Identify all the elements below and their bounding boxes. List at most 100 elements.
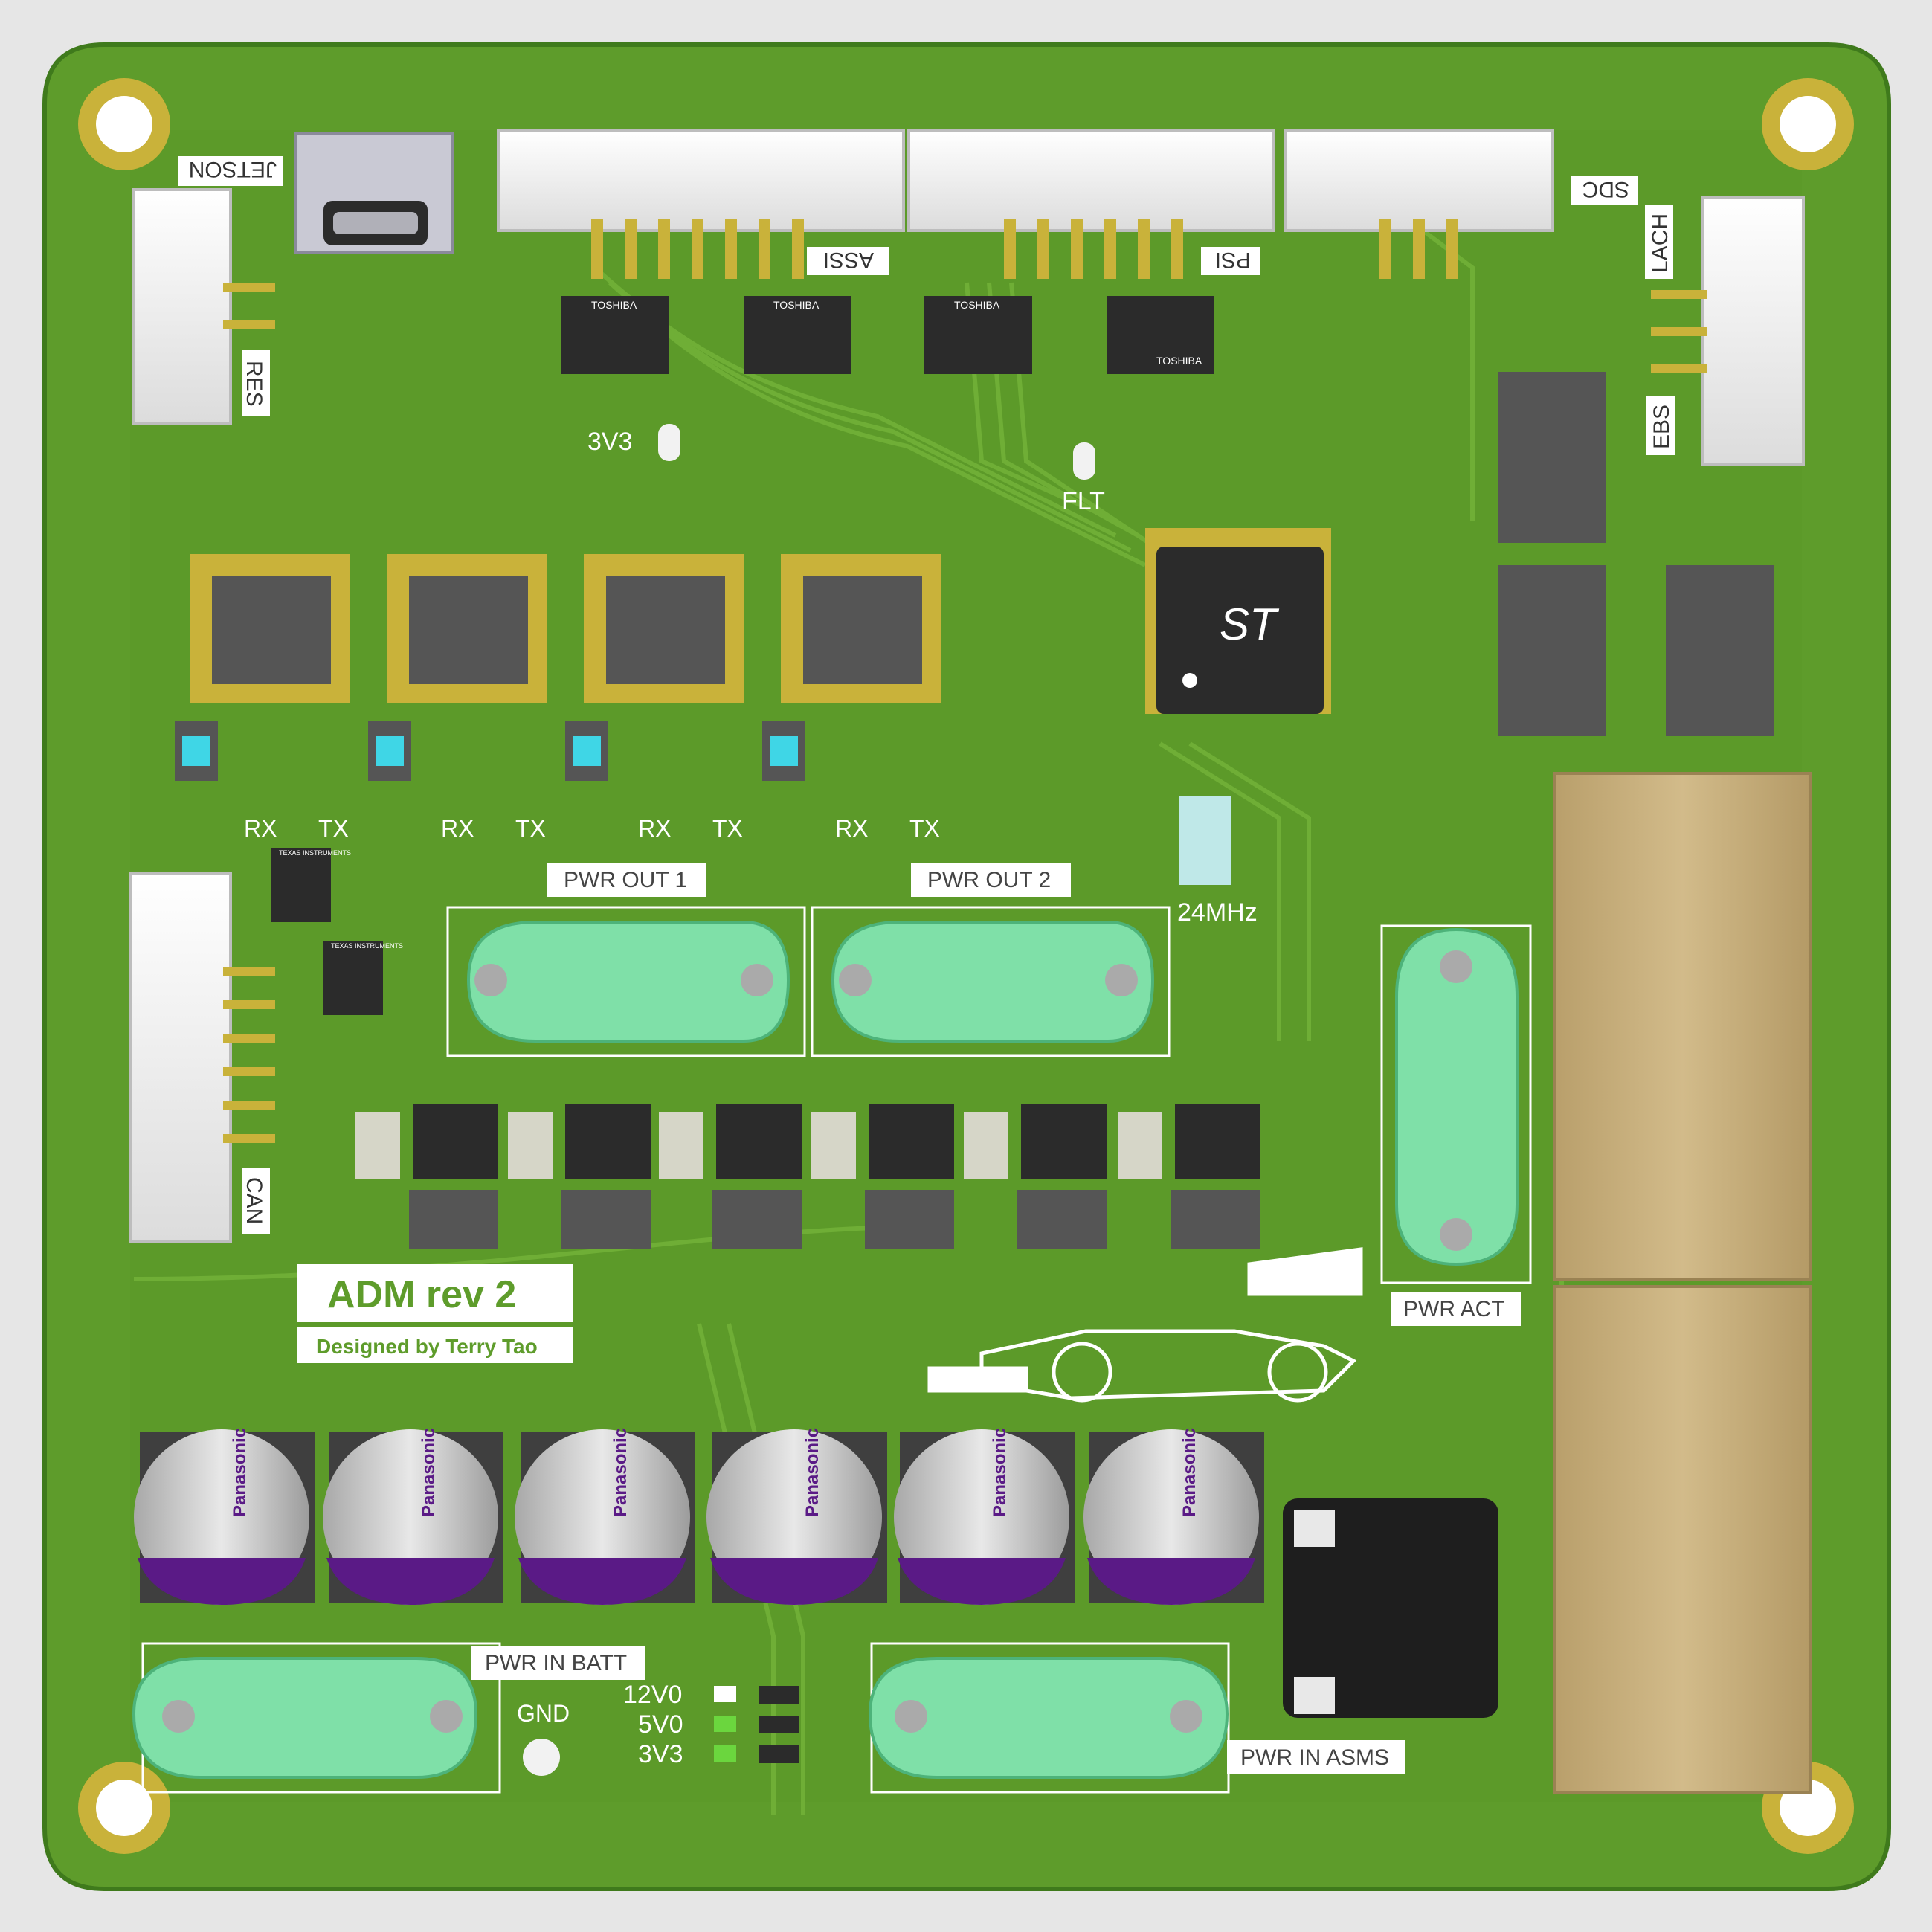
usb-c-connector	[294, 132, 454, 254]
high-side-switch-row	[355, 1104, 1260, 1249]
svg-text:ST: ST	[1220, 599, 1280, 649]
reset-buttons	[175, 721, 805, 781]
crystal-label: 24MHz	[1177, 898, 1258, 927]
race-car-logo	[927, 1247, 1363, 1403]
led-3v3	[714, 1745, 736, 1762]
mounting-holes	[78, 78, 1854, 1854]
sdc-header	[1284, 129, 1554, 279]
power-act-connector[interactable]	[1380, 924, 1532, 1284]
svg-text:TEXAS INSTRUMENTS: TEXAS INSTRUMENTS	[331, 942, 403, 950]
power-out-2-connector[interactable]	[811, 906, 1171, 1057]
current-sense-ics: TEXAS INSTRUMENTS TEXAS INSTRUMENTS	[271, 848, 403, 1015]
svg-text:Panasonic: Panasonic	[1179, 1428, 1200, 1517]
rail-12v-label: 12V0	[623, 1681, 682, 1709]
res-header	[132, 188, 275, 425]
pwr-in-batt-label: PWR IN BATT	[485, 1651, 627, 1675]
rx-label: RX	[244, 815, 277, 842]
label-3v3-top: 3V3	[587, 428, 633, 456]
svg-text:TOSHIBA: TOSHIBA	[954, 299, 1000, 311]
svg-text:Panasonic: Panasonic	[419, 1428, 439, 1517]
pwr-out-1-label: PWR OUT 1	[564, 868, 687, 892]
gnd-label: GND	[517, 1700, 570, 1727]
can-controller-ic	[584, 554, 744, 703]
status-led-flt	[1073, 442, 1095, 480]
high-side-switch	[659, 1104, 802, 1249]
power-in-asms-connector[interactable]	[868, 1642, 1230, 1794]
assi-label: ASSI	[823, 248, 874, 272]
high-side-switch	[964, 1104, 1107, 1249]
optocoupler: TOSHIBA	[1107, 296, 1214, 374]
jetson-label: JETSON	[189, 157, 277, 181]
can-header	[129, 872, 275, 1243]
svg-text:Panasonic: Panasonic	[990, 1428, 1010, 1517]
optocoupler: TOSHIBA	[924, 296, 1032, 374]
mounting-hole	[78, 1762, 170, 1854]
can-controller-ic	[387, 554, 547, 703]
current-sense-ic: TEXAS INSTRUMENTS	[323, 941, 403, 1015]
high-side-switch	[508, 1104, 651, 1249]
optocoupler: TOSHIBA	[561, 296, 669, 374]
mounting-hole	[78, 78, 170, 170]
high-side-switch	[811, 1104, 954, 1249]
can-label: CAN	[242, 1177, 266, 1224]
rx-label: RX	[638, 815, 671, 842]
electrolytic-capacitor: Panasonic	[134, 1428, 315, 1605]
electrolytic-capacitor: Panasonic	[894, 1428, 1075, 1605]
mcu-stm32: ST	[1145, 528, 1331, 714]
power-in-batt-connector[interactable]	[132, 1642, 501, 1794]
tactile-button[interactable]	[762, 721, 805, 781]
electrolytic-capacitor: Panasonic	[1083, 1428, 1264, 1605]
res-label: RES	[242, 361, 266, 407]
board-title-box: ADM rev 2	[297, 1264, 573, 1322]
can-controller-ic	[781, 554, 941, 703]
pwr-out-2-label: PWR OUT 2	[927, 868, 1051, 892]
relay-blocks	[1553, 772, 1812, 1794]
sdc-label: SDC	[1582, 177, 1629, 202]
rx-tx-labels: RX TX RX TX RX TX RX TX	[244, 815, 940, 842]
pwr-in-asms-label: PWR IN ASMS	[1240, 1745, 1389, 1770]
led-5v	[714, 1716, 736, 1732]
led-12v	[714, 1686, 736, 1702]
status-led-3v3	[658, 424, 680, 461]
power-out-1-connector[interactable]	[446, 906, 806, 1057]
electrolytic-capacitor: Panasonic	[706, 1428, 887, 1605]
pwr-act-label: PWR ACT	[1403, 1297, 1505, 1321]
label-flt: FLT	[1062, 487, 1105, 515]
power-inductor	[1283, 1498, 1498, 1718]
designer-box: Designed by Terry Tao	[297, 1327, 573, 1363]
rx-label: RX	[441, 815, 474, 842]
rail-5v-label: 5V0	[638, 1710, 683, 1739]
crystal-24mhz	[1179, 796, 1231, 885]
can-controller-ic	[190, 554, 350, 703]
mounting-hole	[1762, 78, 1854, 170]
rail-leds: 12V0 5V0 3V3	[623, 1681, 799, 1768]
tx-label: TX	[515, 815, 546, 842]
bulk-capacitors: Panasonic Panasonic Panasonic Panasonic …	[134, 1428, 1264, 1605]
high-side-switch	[355, 1104, 498, 1249]
svg-text:TOSHIBA: TOSHIBA	[773, 299, 820, 311]
power-ics-right	[1498, 372, 1774, 736]
tx-label: TX	[712, 815, 743, 842]
rx-label: RX	[835, 815, 868, 842]
gnd-test-point[interactable]	[523, 1739, 560, 1776]
tactile-button[interactable]	[565, 721, 608, 781]
tx-label: TX	[318, 815, 349, 842]
optocoupler-row: TOSHIBA TOSHIBA TOSHIBA TOSHIBA	[561, 296, 1214, 374]
svg-text:TEXAS INSTRUMENTS: TEXAS INSTRUMENTS	[279, 849, 351, 857]
svg-text:TOSHIBA: TOSHIBA	[1156, 355, 1202, 367]
electrolytic-capacitor: Panasonic	[323, 1428, 503, 1605]
board-title: ADM rev 2	[327, 1273, 516, 1316]
psi-label: PSI	[1215, 248, 1251, 272]
tx-label: TX	[909, 815, 940, 842]
optocoupler: TOSHIBA	[744, 296, 851, 374]
tactile-button[interactable]	[368, 721, 411, 781]
psi-header	[907, 129, 1275, 279]
tactile-button[interactable]	[175, 721, 218, 781]
svg-text:Panasonic: Panasonic	[802, 1428, 822, 1517]
electrolytic-capacitor: Panasonic	[515, 1428, 695, 1605]
designer-credit: Designed by Terry Tao	[316, 1335, 538, 1358]
can-controller-ics	[190, 554, 941, 703]
rail-3v3-label: 3V3	[638, 1740, 683, 1768]
ebs-label: EBS	[1649, 405, 1674, 449]
